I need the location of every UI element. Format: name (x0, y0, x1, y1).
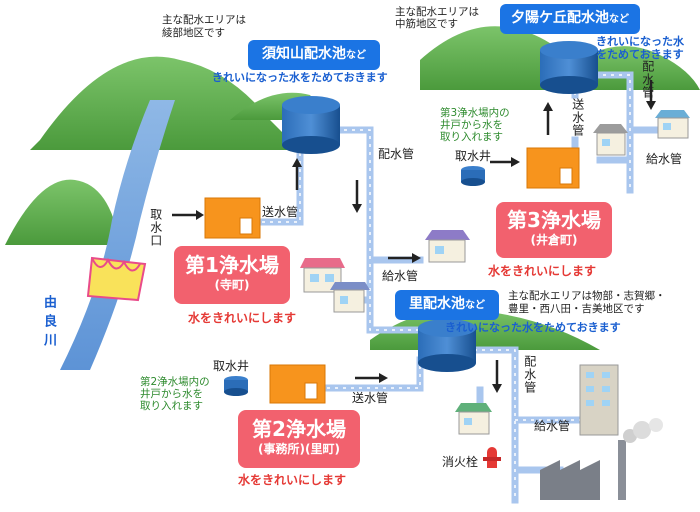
river (60, 100, 175, 370)
dist-pipe-label-3: 配水管 (522, 355, 537, 394)
intake-label: 取水口 (148, 208, 163, 247)
plant2-well-note-line2: 井戸から水を (140, 388, 203, 400)
send-pipe-label-3: 送水管 (570, 98, 585, 137)
reservoir-tank-yuhigaoka (540, 41, 598, 94)
hydrant-graphic (483, 447, 501, 468)
supply-pipe-label-1: 給水管 (382, 269, 419, 283)
yuhigaoka-area-line1: 主な配水エリアは (395, 6, 479, 18)
plant-building-2 (269, 364, 326, 404)
sato-area-line1: 主な配水エリアは物部・志賀郷・ (508, 290, 666, 302)
yuhigaoka-note-line2: をためておきます (596, 48, 684, 61)
reservoir-label-suchiyama: 須知山配水池など (248, 40, 380, 70)
reservoir-name-sato: 里配水池 (409, 296, 465, 312)
supply-pipe-label-2: 給水管 (646, 152, 683, 166)
sato-note: きれいになった水をためておきます (445, 321, 621, 334)
river-label: 由良川 (40, 295, 56, 352)
well-plant3 (461, 166, 485, 186)
send-pipe-label-2: 送水管 (352, 391, 389, 405)
plant-building-3 (526, 147, 580, 189)
plant-place-1: (寺町) (214, 278, 250, 292)
well-intake-label-2: 取水井 (213, 359, 250, 373)
suchiyama-area-line1: 主な配水エリアは (162, 14, 246, 26)
sato-area-line2: 豊里・西八田・吉美地区です (508, 303, 645, 315)
plant2-well-note-line3: 取り入れます (140, 400, 203, 412)
plant3-well-note-line1: 第3浄水場内の (440, 107, 510, 119)
reservoir-tank-suchiyama (282, 96, 340, 154)
plant-name-3: 第3浄水場 (507, 208, 601, 232)
suchiyama-note: きれいになった水をためておきます (212, 71, 388, 84)
hydrant-label: 消火栓 (442, 455, 479, 469)
reservoir-tank-sato (418, 319, 476, 372)
plant-place-3: (井倉町) (530, 233, 578, 247)
flow-arrows (172, 80, 656, 393)
plant-name-2: 第2浄水場 (252, 417, 346, 441)
well-plant2 (224, 376, 248, 396)
send-pipe-label-1: 送水管 (262, 205, 299, 219)
yuhigaoka-note-line1: きれいになった水 (596, 35, 684, 48)
reservoir-suffix-sato: など (465, 300, 485, 311)
reservoir-suffix-yuhigaoka: など (609, 14, 629, 25)
reservoir-name-yuhigaoka: 夕陽ケ丘配水池 (511, 10, 609, 26)
reservoir-label-sato: 里配水池など (395, 290, 499, 320)
reservoir-name-suchiyama: 須知山配水池 (262, 46, 346, 62)
houses (300, 110, 690, 500)
plant3-well-note-line3: 取り入れます (440, 131, 503, 143)
dist-pipe-label-1: 配水管 (378, 147, 415, 161)
reservoir-suffix-suchiyama: など (346, 50, 366, 61)
plant2-well-note-line1: 第2浄水場内の (140, 376, 210, 388)
well-intake-label-3: 取水井 (455, 149, 492, 163)
plant-label-3: 第3浄水場 (井倉町) (496, 202, 612, 258)
plant-note-1: 水をきれいにします (188, 311, 297, 325)
yuhigaoka-area-line2: 中筋地区です (395, 18, 458, 30)
plant-building-1 (204, 197, 261, 239)
plant-note-2: 水をきれいにします (238, 473, 347, 487)
plant-label-1: 第1浄水場 (寺町) (174, 246, 290, 304)
plant-place-2: (事務所)(里町) (258, 442, 340, 456)
plant-label-2: 第2浄水場 (事務所)(里町) (238, 410, 360, 468)
plant3-well-note-line2: 井戸から水を (440, 119, 503, 131)
supply-pipe-label-3: 給水管 (534, 419, 571, 433)
reservoir-label-yuhigaoka: 夕陽ケ丘配水池など (500, 4, 640, 34)
plant-name-1: 第1浄水場 (185, 253, 279, 277)
plant-note-3: 水をきれいにします (488, 264, 597, 278)
dist-pipe-label-2: 配水管 (640, 60, 655, 99)
suchiyama-area-line2: 綾部地区です (162, 27, 225, 39)
